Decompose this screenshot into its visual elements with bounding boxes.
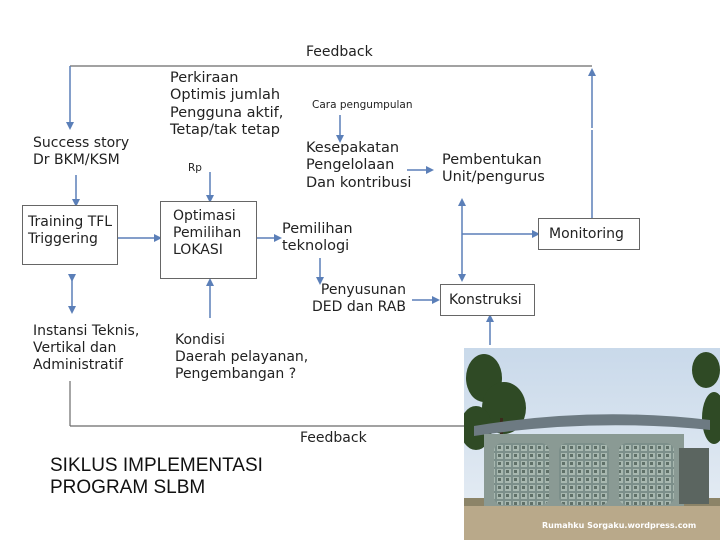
instansi-label: Instansi Teknis, Vertikal dan Administra… bbox=[33, 323, 140, 373]
page-title: SIKLUS IMPLEMENTASI PROGRAM SLBM bbox=[50, 455, 263, 498]
success-story-label: Success story Dr BKM/KSM bbox=[33, 135, 130, 168]
rp-label: Rp bbox=[188, 162, 202, 174]
pembentukan-label: Pembentukan Unit/pengurus bbox=[442, 152, 545, 186]
konstruksi-box[interactable]: Konstruksi bbox=[440, 284, 535, 316]
training-box[interactable]: Training TFL Triggering bbox=[22, 205, 118, 265]
konstruksi-label: Konstruksi bbox=[449, 292, 522, 308]
feedback-bottom-label: Feedback bbox=[300, 430, 367, 446]
feedback-top-label: Feedback bbox=[306, 44, 373, 60]
kesepakatan-label: Kesepakatan Pengelolaan Dan kontribusi bbox=[306, 140, 412, 191]
monitoring-label: Monitoring bbox=[549, 226, 624, 242]
monitoring-box[interactable]: Monitoring bbox=[538, 218, 640, 250]
photo-caption: Rumahku Sorgaku.wordpress.com bbox=[542, 521, 697, 530]
training-label: Training TFL Triggering bbox=[28, 214, 113, 247]
pemilihan-teknologi-label: Pemilihan teknologi bbox=[282, 221, 353, 255]
optimasi-box[interactable]: Optimasi Pemilihan LOKASI bbox=[160, 201, 257, 279]
toilet-building-photo: Rumahku Sorgaku.wordpress.com bbox=[464, 348, 720, 540]
perkiraan-label: Perkiraan Optimis jumlah Pengguna aktif,… bbox=[170, 70, 284, 139]
kondisi-label: Kondisi Daerah pelayanan, Pengembangan ? bbox=[175, 332, 309, 382]
optimasi-label: Optimasi Pemilihan LOKASI bbox=[173, 208, 242, 258]
cara-pengumpulan-label: Cara pengumpulan bbox=[312, 99, 413, 111]
penyusunan-label: Penyusunan DED dan RAB bbox=[312, 282, 406, 315]
